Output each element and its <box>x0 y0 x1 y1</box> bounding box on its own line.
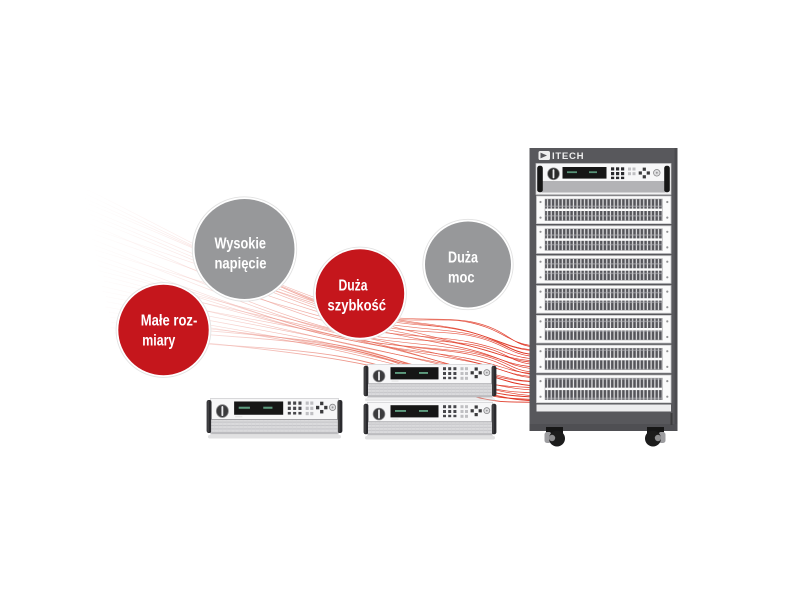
svg-text:szybkość: szybkość <box>328 298 387 315</box>
svg-text:Duża: Duża <box>448 249 478 266</box>
svg-text:ITECH: ITECH <box>552 151 584 162</box>
svg-text:Duża: Duża <box>339 277 368 294</box>
svg-text:moc: moc <box>448 269 475 286</box>
svg-text:napięcie: napięcie <box>215 255 267 272</box>
svg-text:Wysokie: Wysokie <box>215 235 267 252</box>
svg-text:miary: miary <box>142 333 175 350</box>
svg-text:Małe roz-: Małe roz- <box>141 313 198 330</box>
